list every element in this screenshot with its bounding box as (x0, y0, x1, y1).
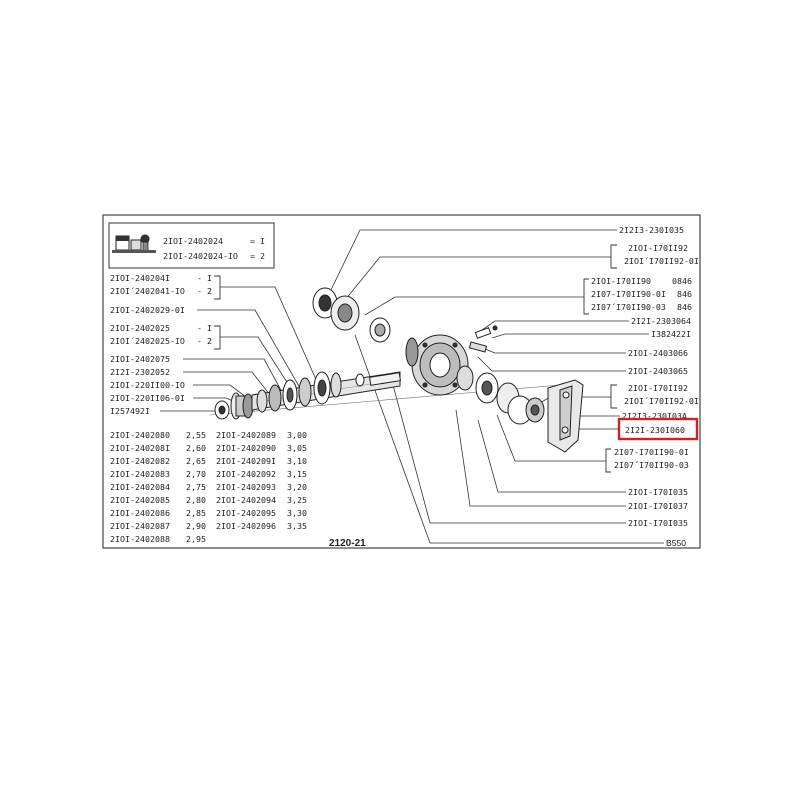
shim-col2-part-3: 2IOI-240209I (216, 456, 276, 466)
callout-left-group1-qty-1: - I (197, 273, 212, 283)
callout-right-g3-1: 2IOI-I70II92 (628, 383, 688, 393)
shim-col1-part-6: 2IOI-2402085 (110, 495, 170, 505)
callout-right-g1-1: 2IOI-I70II92 (628, 243, 688, 253)
flange-nut (214, 392, 254, 420)
callout-left-single-1: 2IOI-2402075 (110, 354, 170, 364)
callout-right-highlighted: 2I2I-230I060 (625, 425, 685, 435)
shim-col2-part-5: 2IOI-2402093 (216, 482, 276, 492)
callout-right-top: 2I2I3-230I035 (619, 225, 684, 235)
callout-right-hidden: 2I2I3-230I03A (622, 411, 687, 421)
left-callouts: 2IOI-240204I - I 2IOI´2402041-IO - 2 2IO… (110, 273, 221, 416)
shim-col1-part-3: 2IOI-2402082 (110, 456, 170, 466)
callout-left-single-3: 2IOI-220II00-IO (110, 380, 185, 390)
shim-col1-size-1: 2,55 (186, 430, 206, 440)
shim-col1-part-9: 2IOI-2402088 (110, 534, 170, 544)
sheet-code: B550 (666, 538, 686, 548)
right-callouts: 2I2I3-230I035 2IOI-I70II92 2IOI´I70II92-… (583, 225, 699, 528)
upper-bearing-stack (312, 287, 391, 343)
shim-col2-part-8: 2IOI-2402096 (216, 521, 276, 531)
callout-left-group1-part-2: 2IOI´2402041-IO (110, 286, 185, 296)
diagram-frame (102, 214, 701, 549)
right-leader-lines (329, 229, 664, 544)
callout-right-g3-2: 2IOI´I70II92-0I (624, 396, 699, 406)
callout-left-seal: 2IOI-2402029-0I (110, 305, 185, 315)
shim-col2-size-5: 3,20 (287, 482, 307, 492)
shim-col1-size-4: 2,70 (186, 469, 206, 479)
shim-col1-part-5: 2IOI-2402084 (110, 482, 170, 492)
parts-kit-icon (112, 234, 156, 253)
callout-right-g2-qty-2: 846 (677, 289, 692, 299)
callout-right-g2-part-3: 2I07´I70II90-03 (591, 302, 666, 312)
callout-right-bottom-1: 2IOI-I70I035 (628, 487, 688, 497)
shaft-bearings (256, 371, 402, 413)
callout-right-bottom-2: 2IOI-I70I037 (628, 501, 688, 511)
shim-col2-size-6: 3,25 (287, 495, 307, 505)
mounting-bracket (547, 379, 584, 453)
shim-col1-part-1: 2IOI-2402080 (110, 430, 170, 440)
shim-col1-part-8: 2IOI-2402087 (110, 521, 170, 531)
shim-col2-size-8: 3,35 (287, 521, 307, 531)
shim-col2-size-7: 3,30 (287, 508, 307, 518)
figure-id: 2120-21 (329, 538, 366, 549)
callout-right-mid-1: 2I2I-2303064 (631, 316, 691, 326)
shim-col1-part-2: 2IOI-240208I (110, 443, 170, 453)
shim-col2-size-4: 3,15 (287, 469, 307, 479)
legend-qty-1: = I (250, 236, 265, 246)
callout-right-g2-qty-3: 846 (677, 302, 692, 312)
callout-left-single-2: 2I2I-2302052 (110, 367, 170, 377)
shim-col1-part-4: 2IOI-2402083 (110, 469, 170, 479)
callout-right-mid-3: 2IOI-2403066 (628, 348, 688, 358)
shim-col2-size-1: 3,00 (287, 430, 307, 440)
callout-left-group2-part-2: 2IOI´2402025-IO (110, 336, 185, 346)
callout-left-group2-qty-2: - 2 (197, 336, 212, 346)
legend-box: 2IOI-2402024 = I 2IOI-2402024-IO = 2 (108, 222, 275, 269)
callout-left-single-5: I257492I (110, 406, 150, 416)
exploded-parts-drawing (209, 287, 584, 453)
legend-qty-2: = 2 (250, 251, 265, 261)
shim-col2-part-6: 2IOI-2402094 (216, 495, 276, 505)
callout-right-mid-4: 2IOI-2403065 (628, 366, 688, 376)
shim-col1-part-7: 2IOI-2402086 (110, 508, 170, 518)
legend-part-2: 2IOI-2402024-IO (163, 251, 238, 261)
differential-ring-gear (405, 334, 469, 396)
callout-right-g1-2: 2IOI´I70II92-0I (624, 256, 699, 266)
shim-col1-size-6: 2,80 (186, 495, 206, 505)
callout-left-group2-qty-1: - I (197, 323, 212, 333)
shim-col2-size-2: 3,05 (287, 443, 307, 453)
shim-col1-size-9: 2,95 (186, 534, 206, 544)
callout-right-g2-qty-1: 0846 (672, 276, 692, 286)
callout-right-bottom-3: 2IOI-I70I035 (628, 518, 688, 528)
shim-col1-size-8: 2,90 (186, 521, 206, 531)
callout-left-single-4: 2IOI-220II06-0I (110, 393, 185, 403)
shim-col2-part-2: 2IOI-2402090 (216, 443, 276, 453)
callout-left-group1-qty-2: - 2 (197, 286, 212, 296)
right-bearings (456, 365, 545, 425)
shim-col1-size-2: 2,60 (186, 443, 206, 453)
shim-col1-size-7: 2,85 (186, 508, 206, 518)
shim-col2-size-3: 3,10 (287, 456, 307, 466)
shim-table: 2IOI-2402080 2,55 2IOI-240208I 2,60 2IOI… (110, 430, 307, 544)
callout-right-g4-2: 2I07´I70II90-03 (614, 460, 689, 470)
small-pin-parts (468, 325, 498, 353)
callout-right-g2-part-1: 2IOI-I70II90 (591, 276, 651, 286)
callout-right-g2-part-2: 2I07-I70II90-0I (591, 289, 666, 299)
shim-col2-part-7: 2IOI-2402095 (216, 508, 276, 518)
shim-col2-part-1: 2IOI-2402089 (216, 430, 276, 440)
shim-col2-part-4: 2IOI-2402092 (216, 469, 276, 479)
legend-part-1: 2IOI-2402024 (163, 236, 223, 246)
callout-right-mid-2: I382422I (651, 329, 691, 339)
shim-col1-size-3: 2,65 (186, 456, 206, 466)
shim-col1-size-5: 2,75 (186, 482, 206, 492)
callout-left-group2-part-1: 2IOI-2402025 (110, 323, 170, 333)
callout-right-g4-1: 2I07-I70II90-0I (614, 447, 689, 457)
callout-left-group1-part-1: 2IOI-240204I (110, 273, 170, 283)
